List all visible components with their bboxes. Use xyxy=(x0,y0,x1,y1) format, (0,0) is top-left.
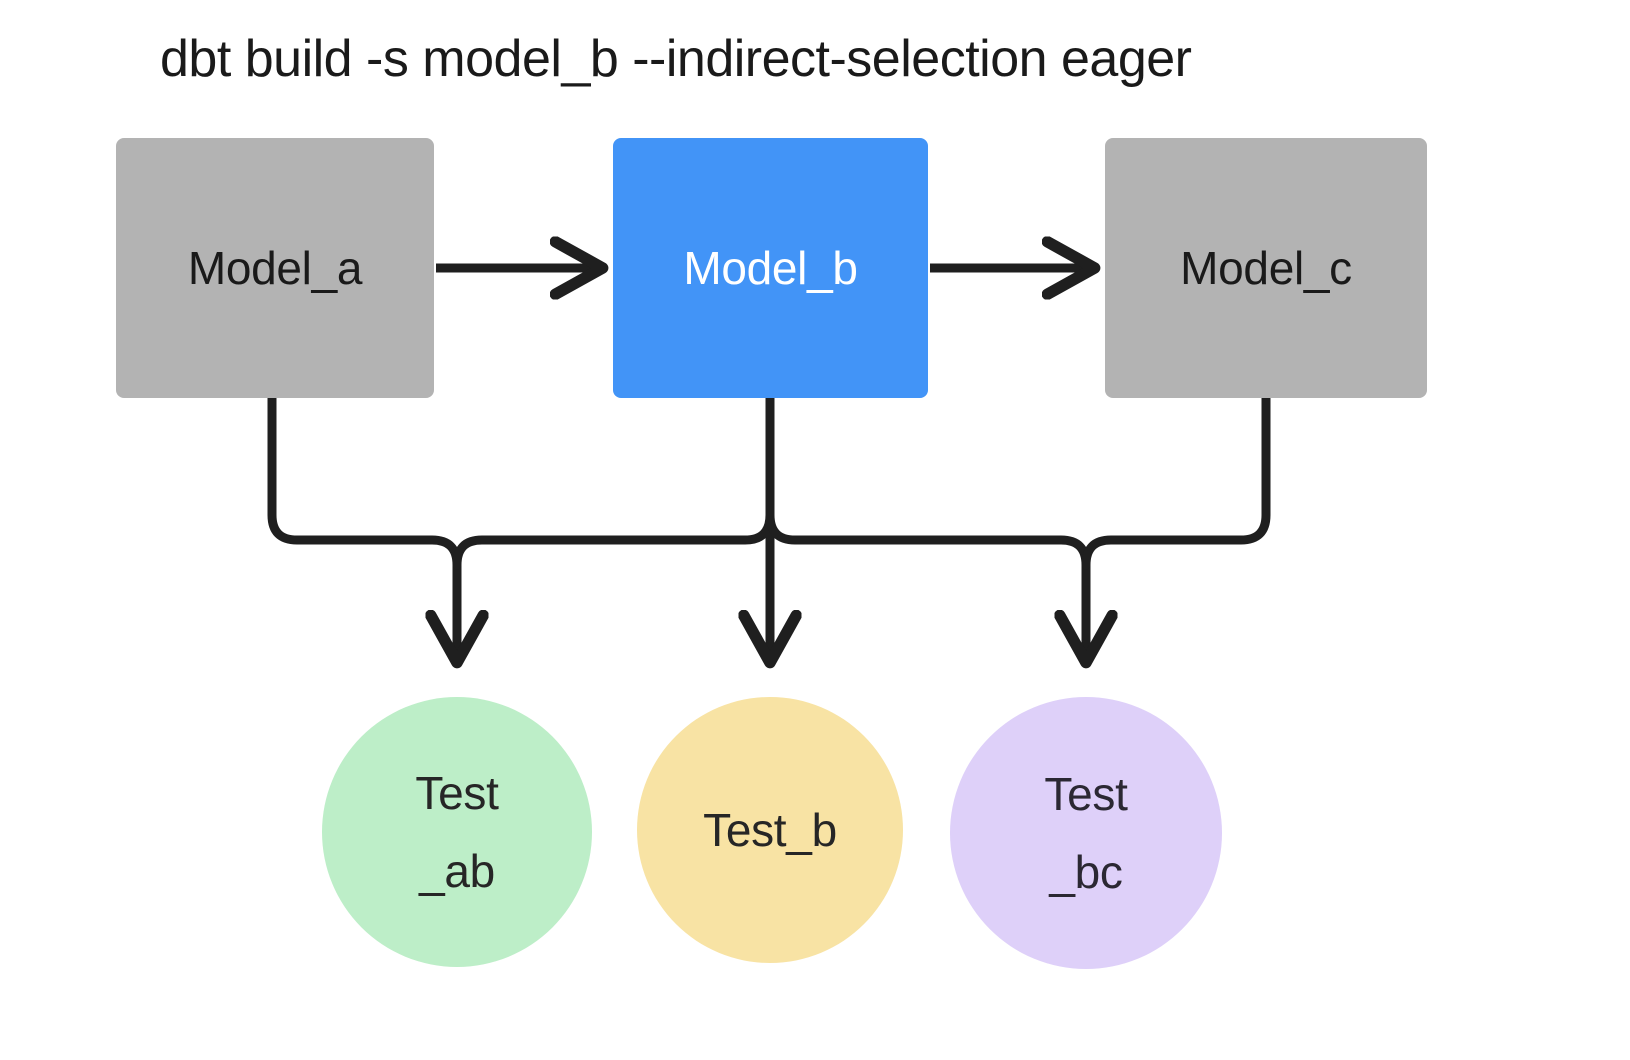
node-model-b-label: Model_b xyxy=(683,242,858,294)
node-test-bc-label-line1: Test xyxy=(1044,768,1128,820)
node-model-b[interactable]: Model_b xyxy=(613,138,928,398)
node-test-bc-label-line2: _bc xyxy=(1049,846,1123,898)
node-test-ab[interactable]: Test _ab xyxy=(322,697,592,967)
diagram-title: dbt build -s model_b --indirect-selectio… xyxy=(160,30,1192,88)
node-test-ab-label-line2: _ab xyxy=(419,845,495,897)
edge-model-a-to-test-ab xyxy=(267,393,457,660)
edge-model-b-to-test-ab xyxy=(452,393,775,570)
node-test-b[interactable]: Test_b xyxy=(637,697,903,963)
node-model-a-label: Model_a xyxy=(187,242,363,294)
edge-model-c-to-test-bc xyxy=(1081,393,1271,570)
node-test-b-label-line1: Test_b xyxy=(703,804,837,856)
node-test-ab-label-line1: Test xyxy=(415,767,499,819)
edge-model-b-to-test-bc xyxy=(765,393,1086,660)
node-model-a[interactable]: Model_a xyxy=(116,138,434,398)
node-test-bc[interactable]: Test _bc xyxy=(950,697,1222,969)
node-model-c[interactable]: Model_c xyxy=(1105,138,1427,398)
node-model-c-label: Model_c xyxy=(1180,242,1352,294)
